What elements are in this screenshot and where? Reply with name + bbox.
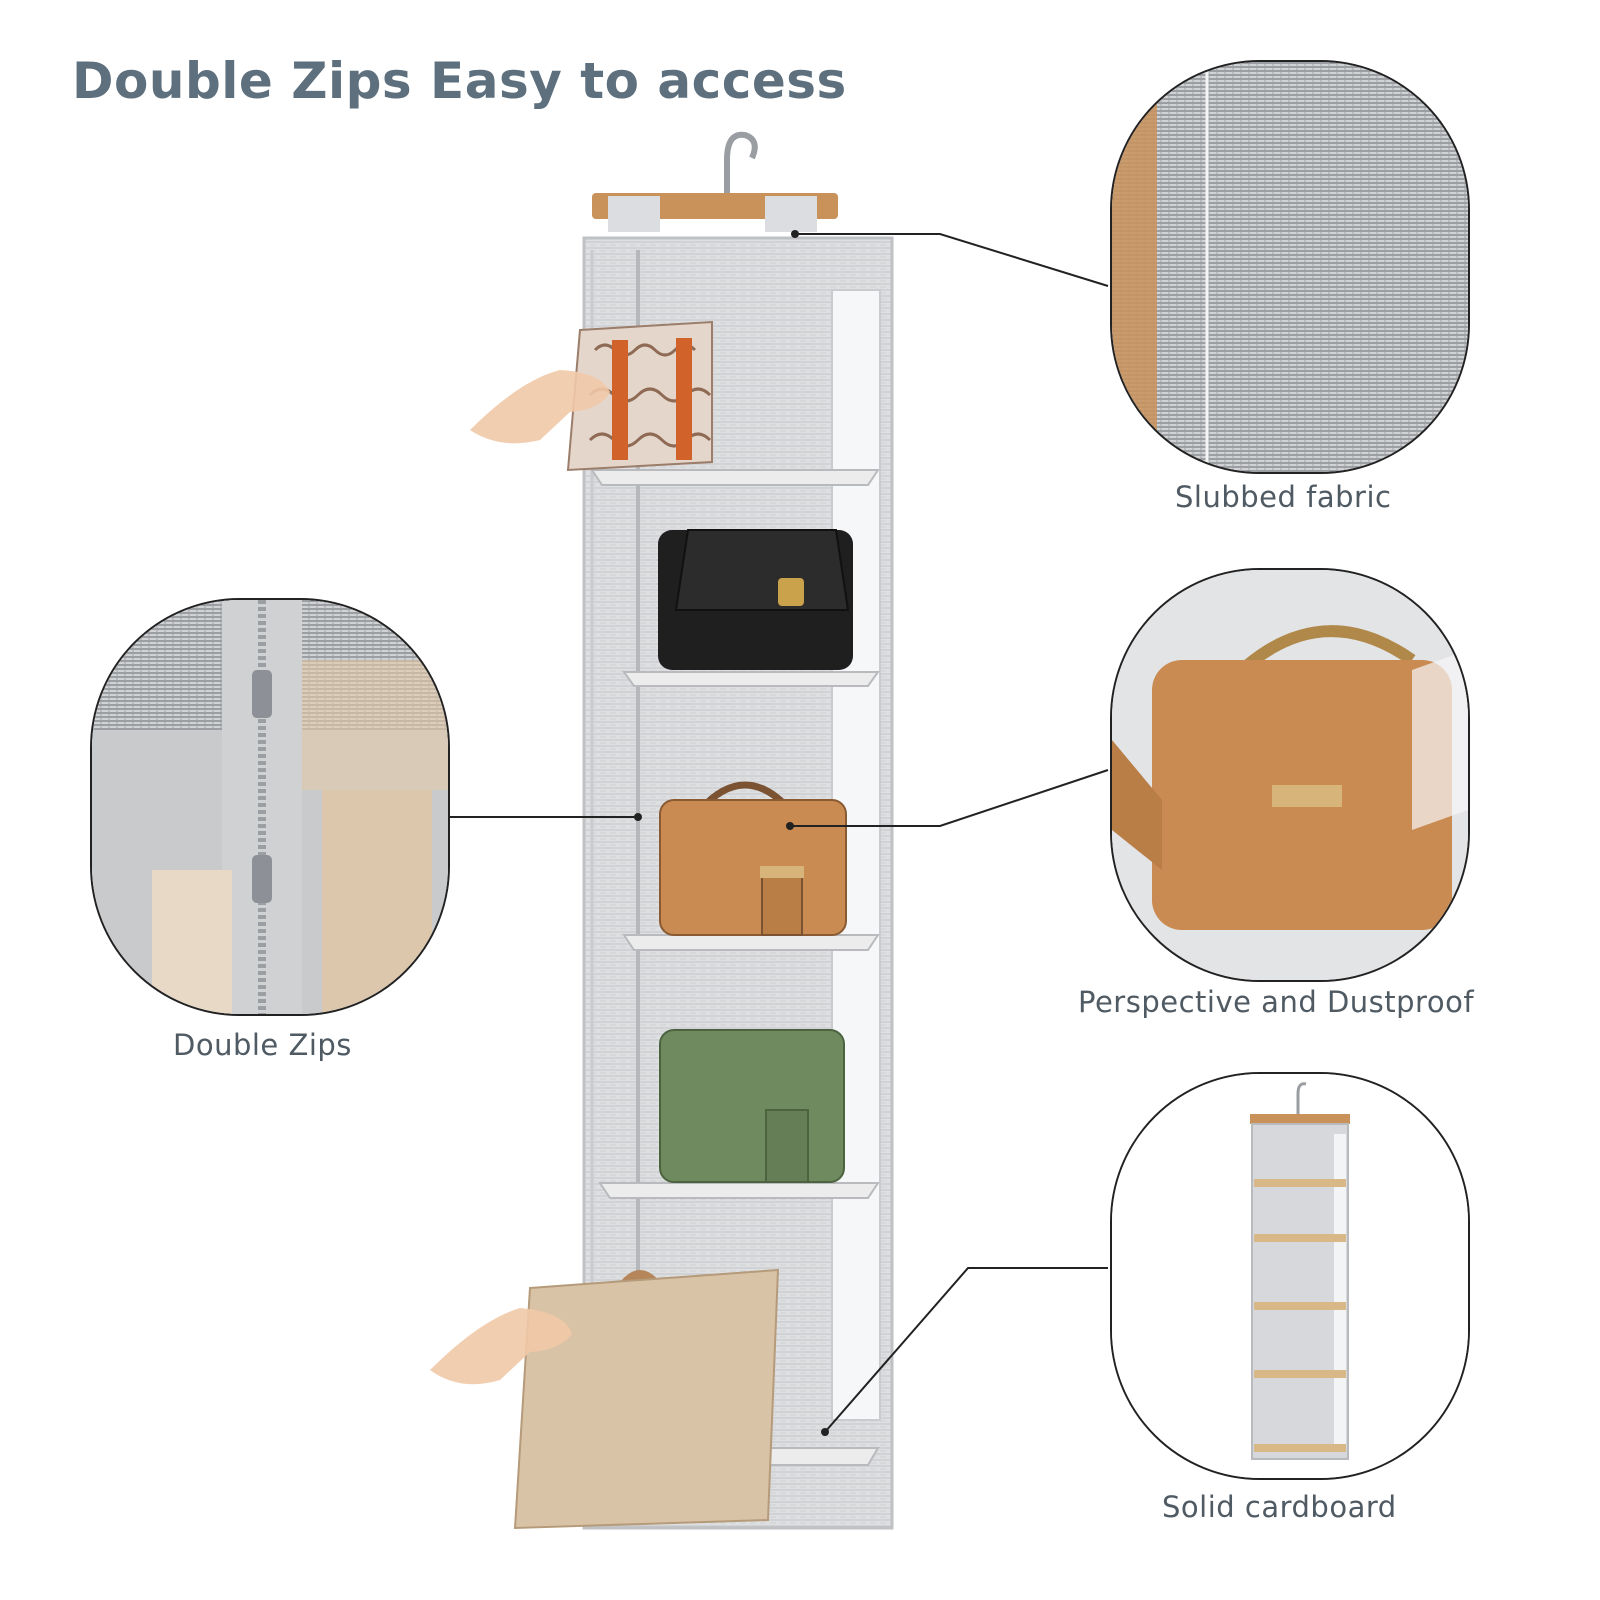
cardboard-closeup <box>1112 1074 1468 1478</box>
fabric-texture <box>1112 62 1468 472</box>
caption-perspective-dustproof: Perspective and Dustproof <box>1078 985 1475 1019</box>
zips-closeup <box>92 600 448 1014</box>
zoom-bubble-zips <box>90 598 450 1016</box>
caption-double-zips: Double Zips <box>173 1028 352 1062</box>
zoom-bubble-cardboard <box>1110 1072 1470 1480</box>
caption-slubbed-fabric: Slubbed fabric <box>1175 480 1392 514</box>
green-bag <box>659 1029 845 1183</box>
perspective-closeup <box>1112 570 1468 980</box>
black-bag <box>658 529 853 670</box>
callout-lines <box>450 233 1109 1433</box>
zoom-bubble-perspective <box>1110 568 1470 982</box>
caption-solid-cardboard: Solid cardboard <box>1162 1490 1397 1524</box>
printed-bag <box>566 320 713 472</box>
zoom-bubble-fabric <box>1110 60 1470 474</box>
beige-tote <box>513 1268 780 1530</box>
headline: Double Zips Easy to access <box>72 52 847 110</box>
callout-dots <box>634 230 829 1436</box>
hand-top <box>470 370 610 444</box>
hand-bottom <box>430 1308 572 1385</box>
tan-bag <box>659 781 847 936</box>
hanger-hook <box>724 131 758 205</box>
